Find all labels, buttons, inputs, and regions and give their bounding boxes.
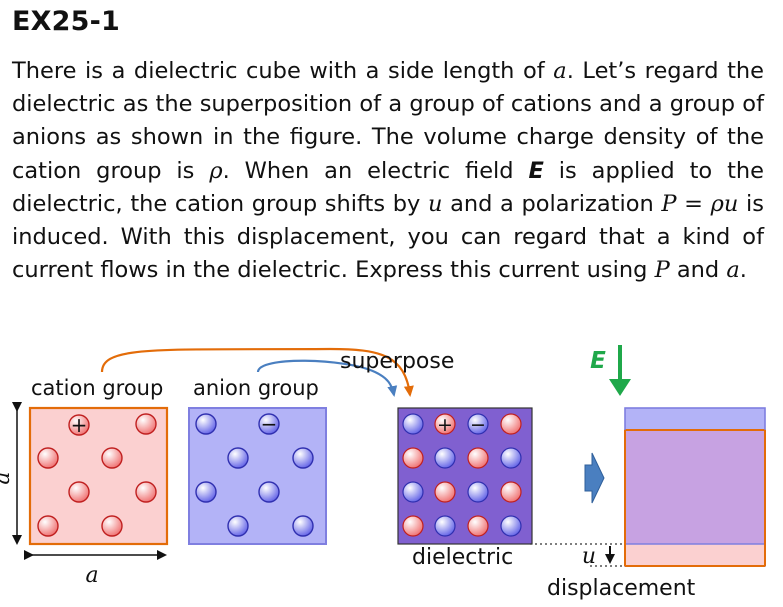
problem-statement: There is a dielectric cube with a side l… xyxy=(12,55,764,287)
text-s4: is applied to the dielectric, the cation… xyxy=(12,157,764,217)
displacement-label: displacement xyxy=(547,576,696,601)
cation-group-label: cation group xyxy=(31,376,164,400)
dielectric-particles-neg xyxy=(402,413,522,537)
text-s6: is induced. With this displacement, you … xyxy=(12,190,764,284)
side-label-y: a xyxy=(0,471,15,484)
var-a-2: a xyxy=(726,257,740,284)
text-s8: . xyxy=(739,257,747,284)
text-s3: . When an electric field xyxy=(222,157,529,184)
superpose-arrow-cation xyxy=(100,347,414,397)
text-s1: There is a dielectric cube with a side l… xyxy=(12,58,554,84)
var-u: u xyxy=(427,190,443,217)
anion-particles xyxy=(195,413,314,537)
dielectric-minus-sign: − xyxy=(470,414,486,436)
text-s2: . Let’s regard the dielectric as the sup… xyxy=(12,58,764,184)
result-overlap xyxy=(625,430,765,544)
cation-particles xyxy=(37,413,157,537)
displacement-u-label: u xyxy=(582,544,596,569)
text-s5: and a polarization xyxy=(442,190,662,217)
exercise-title: EX25-1 xyxy=(12,6,121,37)
field-label: E xyxy=(590,348,606,374)
var-rho: ρ xyxy=(209,157,223,184)
side-label-x: a xyxy=(85,563,98,588)
dielectric-particles-pos xyxy=(402,413,522,537)
anion-group-label: anion group xyxy=(193,376,319,400)
var-p: P xyxy=(654,257,670,284)
dielectric-label: dielectric xyxy=(412,545,514,570)
anion-minus-sign: − xyxy=(261,412,278,436)
text-s7: and xyxy=(669,257,727,284)
cation-plus-sign: + xyxy=(71,413,88,437)
field-arrow-head xyxy=(609,379,631,396)
process-arrow xyxy=(584,452,605,504)
var-a: a xyxy=(553,58,567,84)
superpose-label: superpose xyxy=(340,349,455,374)
polarization-equation: P = ρu xyxy=(661,190,739,217)
superpose-arrow-anion xyxy=(256,359,398,397)
dielectric-plus-sign: + xyxy=(437,414,453,436)
var-e-field: E xyxy=(528,157,544,184)
